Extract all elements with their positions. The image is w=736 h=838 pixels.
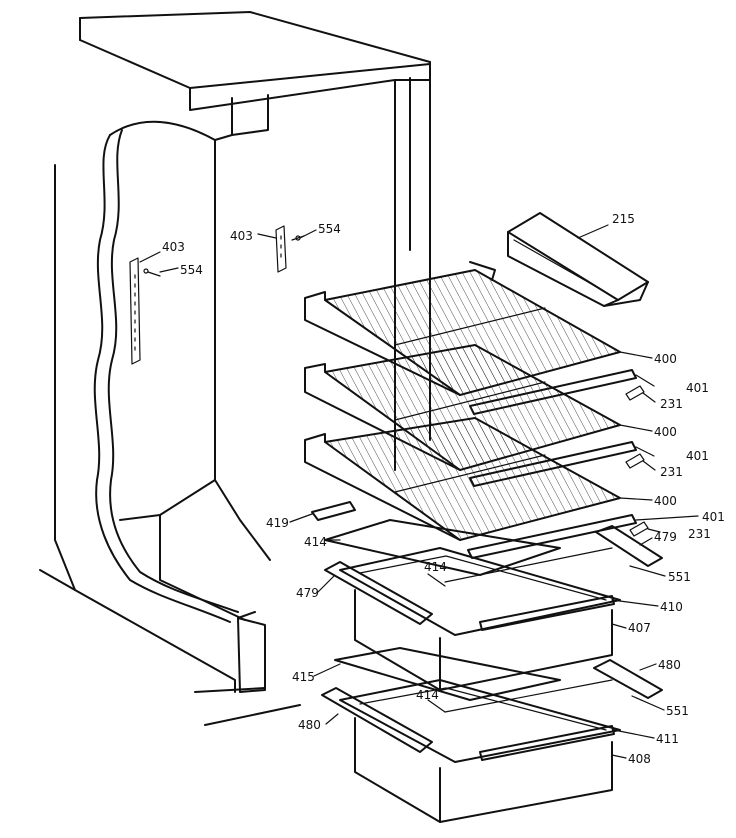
- label-401-middle: 401: [686, 449, 709, 463]
- label-231-middle: 231: [660, 465, 683, 479]
- label-551-lower: 551: [666, 704, 689, 718]
- shelf-bracket-center: [275, 225, 305, 273]
- label-480-right: 480: [658, 658, 681, 672]
- clip-231-b: [625, 453, 645, 469]
- label-231-top: 231: [660, 397, 683, 411]
- label-415: 415: [292, 670, 315, 684]
- label-401-bottom: 401: [702, 510, 725, 524]
- label-410: 410: [660, 600, 683, 614]
- label-400-bottom: 400: [654, 494, 677, 508]
- crisper-drawer-lower: [339, 679, 621, 823]
- slide-rail-479-left: [324, 561, 433, 625]
- label-414-left: 414: [304, 535, 327, 549]
- label-400-top: 400: [654, 352, 677, 366]
- label-554-left: 554: [180, 263, 203, 277]
- label-215: 215: [612, 212, 635, 226]
- clip-231-c: [629, 521, 649, 537]
- label-551-upper: 551: [668, 570, 691, 584]
- cabinet: [39, 11, 431, 726]
- label-419: 419: [266, 516, 289, 530]
- label-414-lower: 414: [416, 688, 439, 702]
- label-403-center: 403: [230, 229, 253, 243]
- label-407: 407: [628, 621, 651, 635]
- slide-rail-480-right: [593, 659, 663, 699]
- slide-rail-479-right: [595, 525, 663, 567]
- label-231-bottom: 231: [688, 527, 711, 541]
- label-411: 411: [656, 732, 679, 746]
- door-bin: [507, 212, 649, 307]
- wire-shelf-bottom: [304, 417, 637, 559]
- label-401-top: 401: [686, 381, 709, 395]
- shelf-bracket-left: [129, 257, 161, 365]
- part-labels: 215 403 554 403 554 400 401 231 400 401 …: [162, 212, 725, 766]
- label-400-middle: 400: [654, 425, 677, 439]
- leader-lines: [139, 224, 699, 759]
- label-408: 408: [628, 752, 651, 766]
- crisper-cover-lower: [334, 647, 561, 701]
- label-479-right: 479: [654, 530, 677, 544]
- label-480-left: 480: [298, 718, 321, 732]
- label-414-upper: 414: [424, 560, 447, 574]
- crisper-cover-upper: [324, 519, 561, 576]
- label-479-left: 479: [296, 586, 319, 600]
- crisper-drawer-upper: [339, 547, 621, 691]
- crisper-rail-419: [311, 501, 356, 521]
- clip-231-a: [625, 385, 645, 401]
- slide-rail-480-left: [321, 687, 433, 753]
- label-403-left: 403: [162, 240, 185, 254]
- label-554-center: 554: [318, 222, 341, 236]
